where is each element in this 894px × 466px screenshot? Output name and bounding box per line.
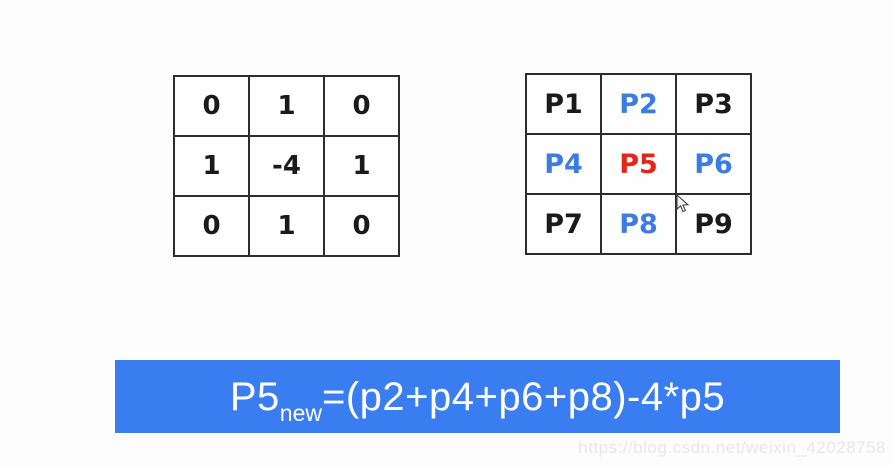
- formula-text: P5new=(p2+p4+p6+p8)-4*p5: [229, 374, 726, 425]
- pixel-cell-p7: P7: [525, 193, 602, 255]
- kernel-cell: 1: [248, 195, 325, 257]
- table-row: 0 1 0: [173, 75, 400, 137]
- pixel-cell-p1: P1: [525, 73, 602, 135]
- table-row: P1 P2 P3: [525, 73, 752, 135]
- table-row: 1 -4 1: [173, 135, 400, 197]
- pixel-cell-p9: P9: [675, 193, 752, 255]
- kernel-cell: 1: [173, 135, 250, 197]
- formula-base: P5: [229, 374, 280, 419]
- kernel-table: 0 1 0 1 -4 1 0 1 0: [173, 75, 400, 257]
- table-row: P7 P8 P9: [525, 193, 752, 255]
- formula-rest: =(p2+p4+p6+p8)-4*p5: [321, 374, 726, 419]
- formula-banner: P5new=(p2+p4+p6+p8)-4*p5: [115, 360, 840, 433]
- pixel-cell-p3: P3: [675, 73, 752, 135]
- table-row: 0 1 0: [173, 195, 400, 257]
- pixel-cell-p2: P2: [600, 73, 677, 135]
- pixel-cell-p6: P6: [675, 133, 752, 195]
- watermark-url: https://blog.csdn.net/weixin_42028758: [578, 438, 886, 457]
- kernel-cell: 1: [323, 135, 400, 197]
- kernel-cell: 0: [173, 75, 250, 137]
- pixel-cell-p5: P5: [600, 133, 677, 195]
- kernel-cell: -4: [248, 135, 325, 197]
- pixel-cell-p8: P8: [600, 193, 677, 255]
- kernel-cell: 0: [323, 75, 400, 137]
- kernel-cell: 0: [323, 195, 400, 257]
- kernel-cell: 1: [248, 75, 325, 137]
- formula-subscript: new: [279, 399, 322, 426]
- table-row: P4 P5 P6: [525, 133, 752, 195]
- pixel-table: P1 P2 P3 P4 P5 P6 P7 P8 P9: [525, 73, 752, 255]
- pixel-cell-p4: P4: [525, 133, 602, 195]
- kernel-cell: 0: [173, 195, 250, 257]
